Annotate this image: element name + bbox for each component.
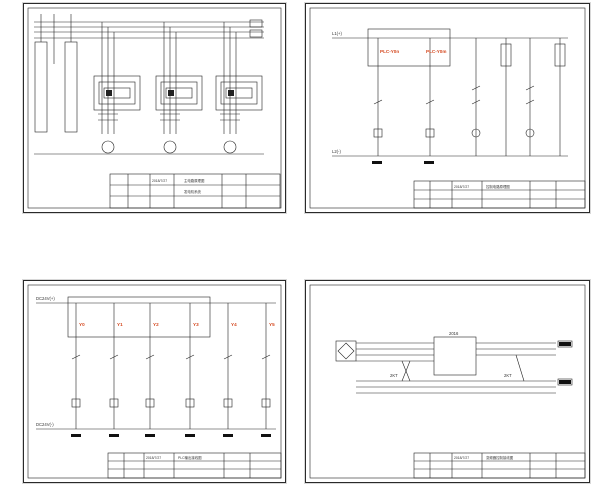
sheet2-plc-b: PLC-Y0m [426,49,446,54]
drawing-sheet-2[interactable]: L1(+) L2(-) PLC-Y0n PLC-Y0m 2018/7/27 控制… [305,3,590,213]
schematic-plc-output: DC24V(+) DC24V(-) Y0 Y1 Y2 Y3 Y4 Y5 2018… [27,284,282,479]
sheet3-date: 2018/7/27 [146,456,161,460]
sheet3-title: PLC输出接线图 [178,455,202,460]
sheet4-km-a: 2KT [390,373,398,378]
sheet4-box-label: 2016 [449,331,459,336]
sheet4-title: 变频器控制接线图 [486,455,514,460]
schematic-vfd-wiring: 2016 2KT 2KT 2018/7/27 变频器控制接线图 [309,284,586,479]
sheet1-title-b: 发电机系统 [184,189,202,194]
sheet3-y5: Y4 [231,322,237,327]
sheet3-y4: Y3 [193,322,199,327]
sheet3-y1: Y0 [79,322,85,327]
sheet1-date: 2018/7/27 [152,179,167,183]
sheet1-title-a: 主电路原理图 [184,178,205,183]
sheet2-plc-a: PLC-Y0n [380,49,399,54]
sheet2-bus-bottom: L2(-) [332,149,341,154]
schematic-main-circuit: 2018/7/27 主电路原理图 发电机系统 [27,7,282,209]
drawing-sheet-3[interactable]: DC24V(+) DC24V(-) Y0 Y1 Y2 Y3 Y4 Y5 2018… [23,280,286,483]
sheet3-y2: Y1 [117,322,123,327]
sheet3-bus-bottom: DC24V(-) [36,422,54,427]
sheet2-title: 控制电路原理图 [486,184,510,189]
sheet2-date: 2018/7/27 [454,185,469,189]
sheet3-bus-top: DC24V(+) [36,296,55,301]
drawing-sheet-4[interactable]: 2016 2KT 2KT 2018/7/27 变频器控制接线图 [305,280,590,483]
sheet3-y3: Y2 [153,322,159,327]
schematic-control-circuit: L1(+) L2(-) PLC-Y0n PLC-Y0m 2018/7/27 控制… [309,7,586,209]
sheet4-km-b: 2KT [504,373,512,378]
sheet3-y6: Y5 [269,322,275,327]
drawing-sheet-1[interactable]: 2018/7/27 主电路原理图 发电机系统 [23,3,286,213]
sheet2-bus-top: L1(+) [332,31,342,36]
sheet4-date: 2018/7/27 [454,456,469,460]
